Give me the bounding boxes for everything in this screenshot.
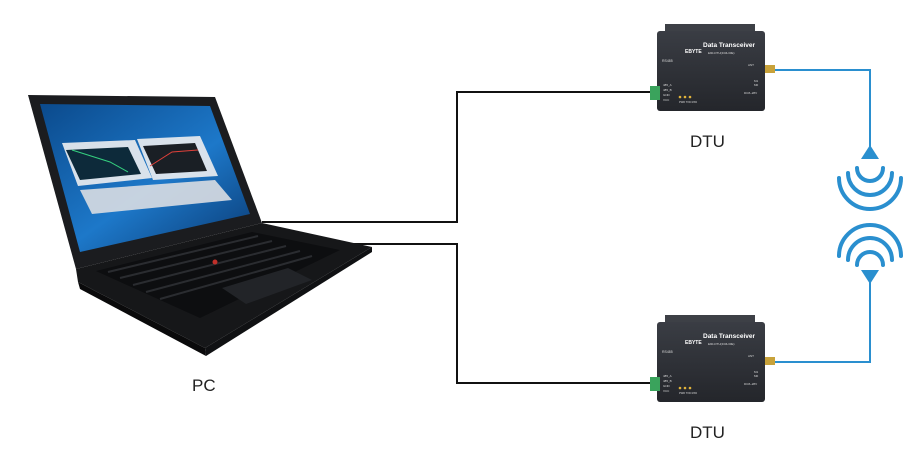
dtu-bottom-terminal-3: GND [663,384,671,388]
dtu-bottom-subtitle: E90-DTU(433L30E) [708,342,735,346]
radio-link-bottom [775,276,871,363]
radio-link-top [775,69,871,152]
dtu-bottom-leds: PWR TXD RXD [679,391,697,395]
dtu-bottom-m1: M1 [754,370,758,374]
dtu-bottom-label: DTU [690,423,725,442]
dtu-top-subtitle: E90-DTU(433L30E) [708,51,735,55]
dtu-top-m1: M1 [754,79,758,83]
dtu-device-bottom: Data Transceiver EBYTE E90-DTU(433L30E) … [650,315,775,402]
dtu-top-leds: PWR TXD RXD [679,100,697,104]
dtu-top-port-label: RS485 [662,59,673,63]
dtu-bottom-power-label: DC8~28V [744,382,757,386]
dtu-top-label: DTU [690,132,725,151]
dtu-top-power-label: DC8~28V [744,91,757,95]
laptop-pc [28,95,372,356]
wire-pc-to-dtu-top [262,91,650,223]
dtu-device-top: Data Transceiver EBYTE E90-DTU(433L30E) … [650,24,775,111]
dtu-bottom-antenna-label: ANT [748,354,754,358]
dtu-bottom-title: Data Transceiver [703,333,756,340]
wifi-signal-down-icon [837,223,903,284]
dtu-bottom-terminal-1: 485_A [663,374,672,378]
dtu-bottom-port-label: RS485 [662,350,673,354]
dtu-top-terminal-3: GND [663,93,671,97]
dtu-bottom-brand: EBYTE [685,340,702,346]
dtu-top-antenna-label: ANT [748,63,754,67]
dtu-bottom-terminal-4: VCC [663,389,670,393]
dtu-top-terminal-4: VCC [663,98,670,102]
wifi-signal-up-icon [837,145,903,211]
dtu-top-terminal-2: 485_B [663,88,672,92]
dtu-top-brand: EBYTE [685,49,702,55]
dtu-bottom-m0: M0 [754,374,758,378]
dtu-top-title: Data Transceiver [703,42,756,49]
wire-pc-to-dtu-bottom [330,243,650,384]
dtu-top-terminal-1: 485_A [663,83,672,87]
dtu-top-m0: M0 [754,83,758,87]
dtu-bottom-terminal-2: 485_B [663,379,672,383]
pc-label: PC [192,376,216,395]
